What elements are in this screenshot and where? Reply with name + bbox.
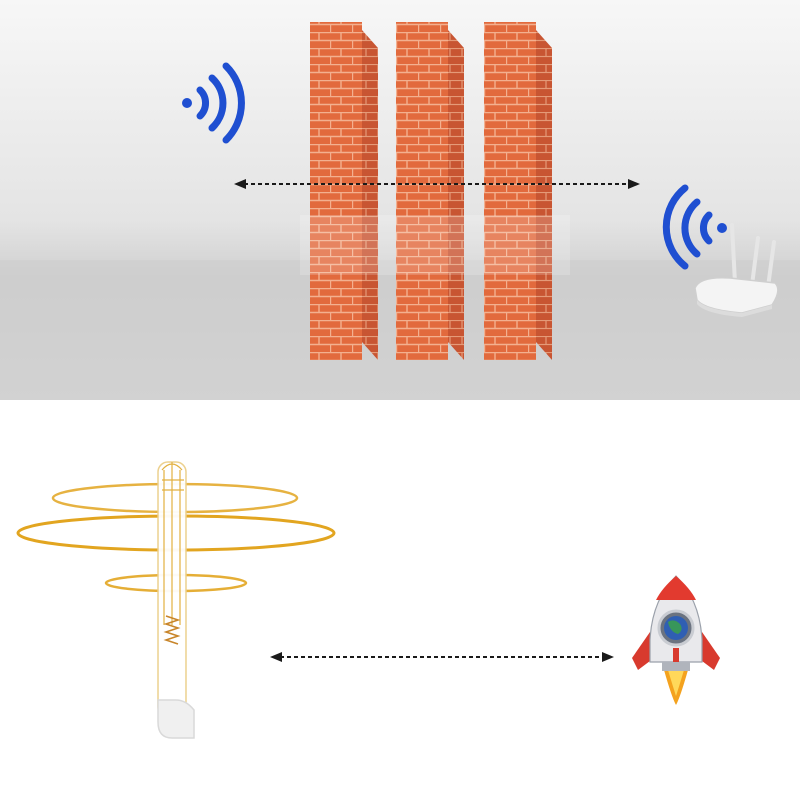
- brick-wall-3: [484, 22, 552, 360]
- long-range-scene: [0, 400, 800, 800]
- wall-penetration-scene: [0, 0, 800, 400]
- long-range-svg: [16, 461, 720, 739]
- brick-wall-2: [396, 22, 464, 360]
- signal-arrow-top: [234, 179, 640, 189]
- signal-arrow-bottom: [270, 652, 614, 662]
- glow-band: [300, 215, 570, 275]
- brick-wall-1: [310, 22, 378, 360]
- router-icon: [694, 223, 779, 317]
- usb-antenna-icon: [157, 461, 195, 739]
- rocket-icon: [632, 575, 720, 705]
- wall-penetration-svg: [0, 0, 800, 400]
- wifi-signal-icon: [662, 184, 727, 270]
- wifi-signal-icon: [182, 62, 245, 144]
